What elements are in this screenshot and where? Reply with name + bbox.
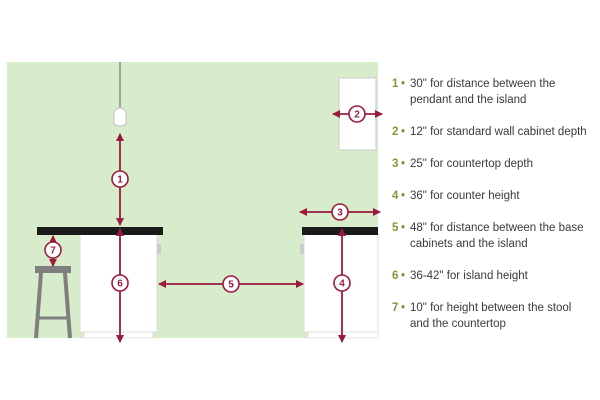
legend-number: 2 <box>392 126 399 138</box>
legend-line: 30" for distance between the <box>410 78 556 90</box>
legend-bullet: • <box>401 302 406 314</box>
marker-4: 4 <box>333 274 351 292</box>
legend-line: 48" for distance between the base <box>410 222 584 234</box>
legend-line: 36" for counter height <box>410 190 520 202</box>
marker-4-label: 4 <box>339 279 345 290</box>
legend-bullet: • <box>401 126 406 138</box>
legend-number: 4 <box>392 190 399 202</box>
legend-number: 5 <box>392 222 399 234</box>
marker-5: 5 <box>222 275 240 293</box>
legend-number: 3 <box>392 158 399 170</box>
bar-stool <box>34 266 72 339</box>
island-countertop <box>37 227 163 235</box>
legend-line: 36-42" for island height <box>410 270 528 282</box>
legend-bullet: • <box>401 158 406 170</box>
legend-number: 1 <box>392 78 399 90</box>
marker-6: 6 <box>111 274 129 292</box>
legend-text: 48" for distance between the base cabine… <box>410 220 600 252</box>
legend-line: cabinets and the island <box>410 238 528 250</box>
legend-text: 36-42" for island height <box>410 268 600 284</box>
legend-line: 12" for standard wall cabinet depth <box>410 126 587 138</box>
legend-bullet: • <box>401 270 406 282</box>
legend-line: pendant and the island <box>410 94 527 106</box>
marker-7-label: 7 <box>50 246 56 257</box>
marker-2-label: 2 <box>354 110 360 121</box>
legend-text: 25" for countertop depth <box>410 156 600 172</box>
legend-bullet: • <box>401 190 406 202</box>
legend-number: 6 <box>392 270 399 282</box>
marker-7: 7 <box>44 241 62 259</box>
legend-bullet: • <box>401 78 406 90</box>
marker-1: 1 <box>111 170 129 188</box>
legend-bullet: • <box>401 222 406 234</box>
marker-3: 3 <box>331 203 349 221</box>
legend-line: and the countertop <box>410 318 506 330</box>
base-countertop <box>302 227 378 235</box>
marker-3-label: 3 <box>337 208 343 219</box>
legend-line: 25" for countertop depth <box>410 158 534 170</box>
legend-number: 7 <box>392 302 399 314</box>
legend-text: 10" for height between the stool and the… <box>410 300 600 332</box>
marker-1-label: 1 <box>117 175 123 186</box>
legend-text: 12" for standard wall cabinet depth <box>410 124 600 140</box>
marker-6-label: 6 <box>117 279 123 290</box>
legend-line: 10" for height between the stool <box>410 302 572 314</box>
marker-2: 2 <box>348 105 366 123</box>
legend-text: 36" for counter height <box>410 188 600 204</box>
legend-text: 30" for distance between the pendant and… <box>410 76 600 108</box>
pendant-light <box>113 107 127 127</box>
marker-5-label: 5 <box>228 280 234 291</box>
